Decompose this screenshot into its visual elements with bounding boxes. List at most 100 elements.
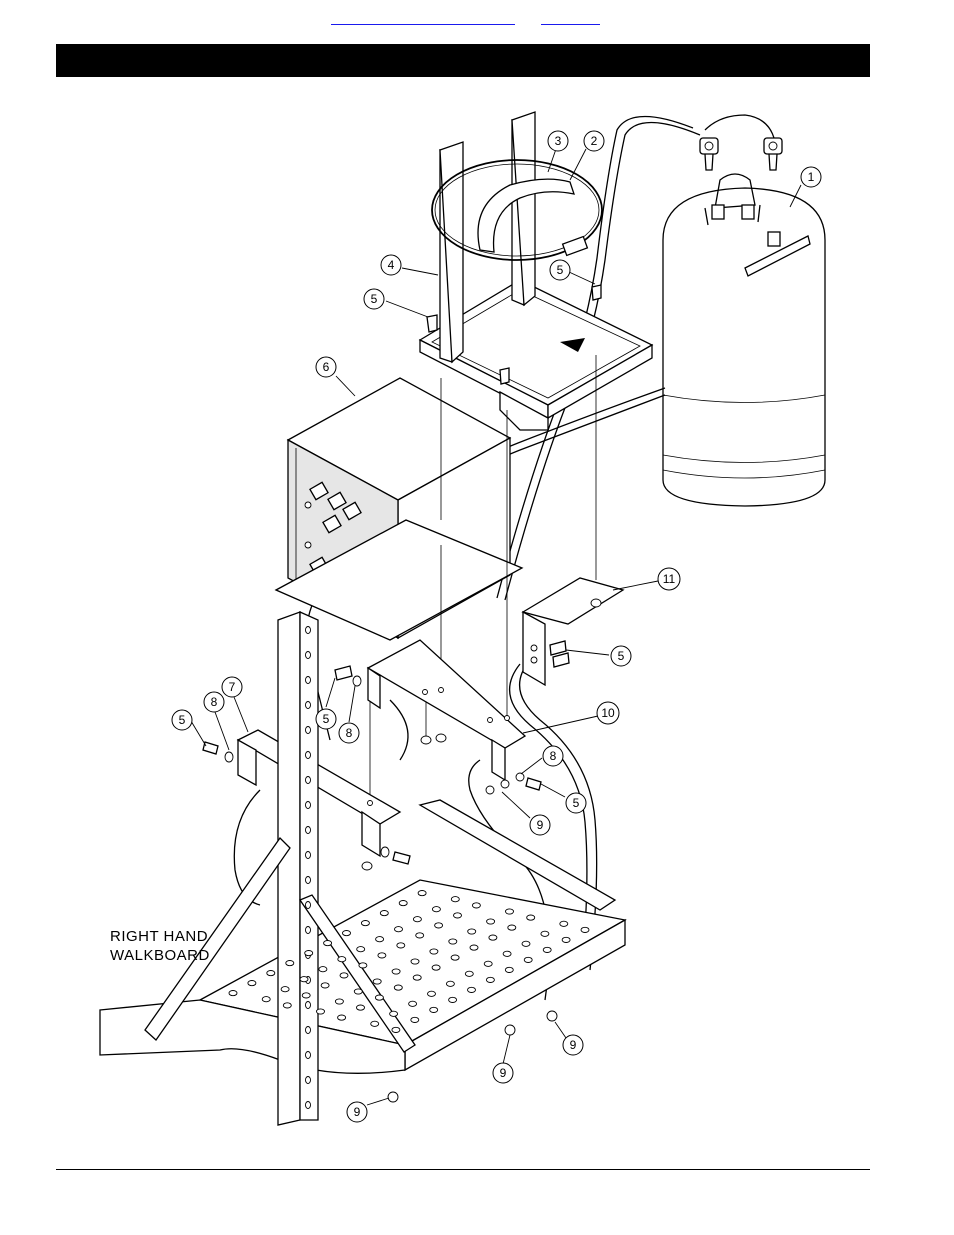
tank	[663, 174, 825, 506]
deck-hole	[465, 971, 473, 976]
deck-hole	[394, 985, 402, 990]
deck-hole	[305, 951, 313, 956]
deck-hole	[283, 1003, 291, 1008]
deck-hole	[395, 927, 403, 932]
deck-hole	[484, 961, 492, 966]
footer-rule	[56, 1169, 870, 1170]
callout-5d-label: 5	[323, 712, 330, 726]
deck-hole	[541, 931, 549, 936]
deck-hole	[428, 991, 436, 996]
callout-8c-label: 8	[550, 749, 557, 763]
callout-10-label: 10	[601, 706, 615, 720]
deck-hole	[302, 993, 310, 998]
callout-4-label: 4	[388, 258, 395, 272]
deck-hole	[359, 963, 367, 968]
deck-hole	[229, 991, 237, 996]
deck-hole	[451, 955, 459, 960]
deck-hole	[487, 919, 495, 924]
deck-hole	[503, 951, 511, 956]
deck-hole	[324, 941, 332, 946]
deck-hole	[413, 917, 421, 922]
callout-8a-label: 8	[346, 726, 353, 740]
deck-hole	[343, 931, 351, 936]
deck-hole	[317, 1009, 325, 1014]
bracket-11	[523, 578, 623, 685]
deck-hole	[432, 965, 440, 970]
deck-hole	[505, 967, 513, 972]
deck-hole	[267, 971, 275, 976]
callout-9a-label: 9	[537, 818, 544, 832]
deck-hole	[430, 1007, 438, 1012]
callout-5b-label: 5	[371, 292, 378, 306]
deck-hole	[357, 1005, 365, 1010]
deck-hole	[338, 1015, 346, 1020]
deck-hole	[373, 979, 381, 984]
deck-hole	[562, 937, 570, 942]
deck-hole	[321, 983, 329, 988]
deck-hole	[378, 953, 386, 958]
deck-hole	[338, 957, 346, 962]
deck-hole	[319, 967, 327, 972]
deck-hole	[392, 969, 400, 974]
callout-9c-label: 9	[500, 1066, 507, 1080]
callout-3-label: 3	[555, 134, 562, 148]
deck-hole	[286, 961, 294, 966]
deck-hole	[392, 1027, 400, 1032]
callout-1-label: 1	[808, 170, 815, 184]
deck-hole	[248, 981, 256, 986]
callout-11-label: 11	[663, 572, 676, 586]
deck-hole	[375, 995, 383, 1000]
bracket-7	[238, 730, 400, 856]
deck-hole	[489, 935, 497, 940]
deck-hole	[449, 939, 457, 944]
deck-hole	[451, 897, 459, 902]
deck-hole	[409, 1001, 417, 1006]
deck-hole	[486, 977, 494, 982]
holder-frame	[420, 112, 652, 430]
bracket-10	[368, 640, 525, 780]
deck-hole	[560, 921, 568, 926]
callout-5f-label: 5	[573, 796, 580, 810]
callout-5e-label: 5	[179, 713, 186, 727]
deck-hole	[430, 949, 438, 954]
deck-hole	[470, 945, 478, 950]
deck-hole	[446, 981, 454, 986]
callout-9b-label: 9	[570, 1038, 577, 1052]
deck-hole	[506, 909, 514, 914]
deck-hole	[371, 1021, 379, 1026]
walkboard-label-line2: WALKBOARD	[110, 947, 210, 964]
callout-8b-label: 8	[211, 695, 218, 709]
deck-hole	[435, 923, 443, 928]
deck-hole	[390, 1011, 398, 1016]
callout-7-label: 7	[229, 680, 236, 694]
callout-2-label: 2	[591, 134, 598, 148]
deck-hole	[418, 891, 426, 896]
deck-hole	[449, 997, 457, 1002]
deck-hole	[581, 927, 589, 932]
callout-5a-label: 5	[557, 263, 564, 277]
deck-hole	[340, 973, 348, 978]
deck-hole	[411, 959, 419, 964]
deck-hole	[281, 987, 289, 992]
callout-5c-label: 5	[618, 649, 625, 663]
deck-hole	[472, 903, 480, 908]
deck-hole	[543, 947, 551, 952]
deck-hole	[522, 941, 530, 946]
deck-hole	[413, 975, 421, 980]
gauges	[700, 138, 782, 170]
deck-hole	[300, 977, 308, 982]
deck-hole	[399, 901, 407, 906]
deck-hole	[376, 937, 384, 942]
deck-hole	[361, 921, 369, 926]
deck-hole	[508, 925, 516, 930]
deck-hole	[380, 911, 388, 916]
callout-9d-label: 9	[354, 1105, 361, 1119]
deck-hole	[416, 933, 424, 938]
deck-hole	[468, 987, 476, 992]
deck-hole	[524, 957, 532, 962]
deck-hole	[468, 929, 476, 934]
deck-hole	[432, 907, 440, 912]
callout-6-label: 6	[323, 360, 330, 374]
control-box	[276, 378, 522, 640]
